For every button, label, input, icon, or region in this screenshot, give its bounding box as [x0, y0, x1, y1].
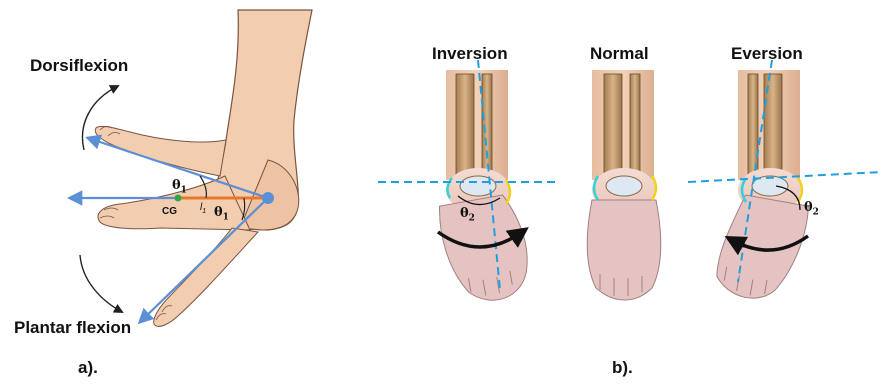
cg-label: CG: [162, 206, 177, 217]
theta1-lower-subscript: 1: [223, 213, 229, 223]
normal-tibia: [604, 74, 622, 178]
foot-plantar-flexed: [154, 228, 258, 326]
eversion-ankle: [688, 60, 882, 306]
theta1-lower-label: θ1: [214, 205, 229, 223]
eversion-theta2-label: θ2: [804, 200, 819, 218]
theta1-upper-subscript: 1: [181, 186, 187, 196]
inversion-theta2-symbol: θ: [460, 206, 469, 221]
normal-talus-cartilage: [606, 176, 642, 196]
panel-a-caption: a).: [78, 358, 98, 378]
normal-ankle: [587, 70, 661, 300]
ankle-pivot-point: [262, 192, 274, 204]
inversion-theta2-label: θ2: [460, 206, 475, 224]
plantar-flexion-label: Plantar flexion: [14, 318, 131, 338]
eversion-theta2-subscript: 2: [813, 208, 819, 218]
plantar-flexion-rotation-arrow: [80, 255, 122, 312]
inversion-label: Inversion: [432, 44, 508, 64]
inversion-tibia: [456, 74, 474, 178]
normal-leg: [592, 70, 654, 180]
panel-b-caption: b).: [612, 358, 633, 378]
foot-dorsiflexed: [95, 126, 226, 176]
normal-label: Normal: [590, 44, 649, 64]
eversion-label: Eversion: [731, 44, 803, 64]
theta1-upper-label: θ1: [172, 178, 187, 196]
l1-label: l1: [200, 202, 206, 215]
inversion-theta2-subscript: 2: [469, 214, 475, 224]
eversion-fibula: [748, 74, 758, 178]
l1-subscript: 1: [202, 208, 206, 215]
dorsiflexion-label: Dorsiflexion: [30, 56, 128, 76]
normal-foot: [587, 200, 661, 300]
inversion-foot: [437, 193, 534, 308]
inversion-ankle: [378, 60, 560, 307]
inversion-leg: [446, 70, 508, 180]
theta1-upper-symbol: θ: [172, 178, 181, 193]
eversion-theta2-symbol: θ: [804, 200, 813, 215]
theta1-lower-symbol: θ: [214, 205, 223, 220]
normal-fibula: [630, 74, 640, 178]
